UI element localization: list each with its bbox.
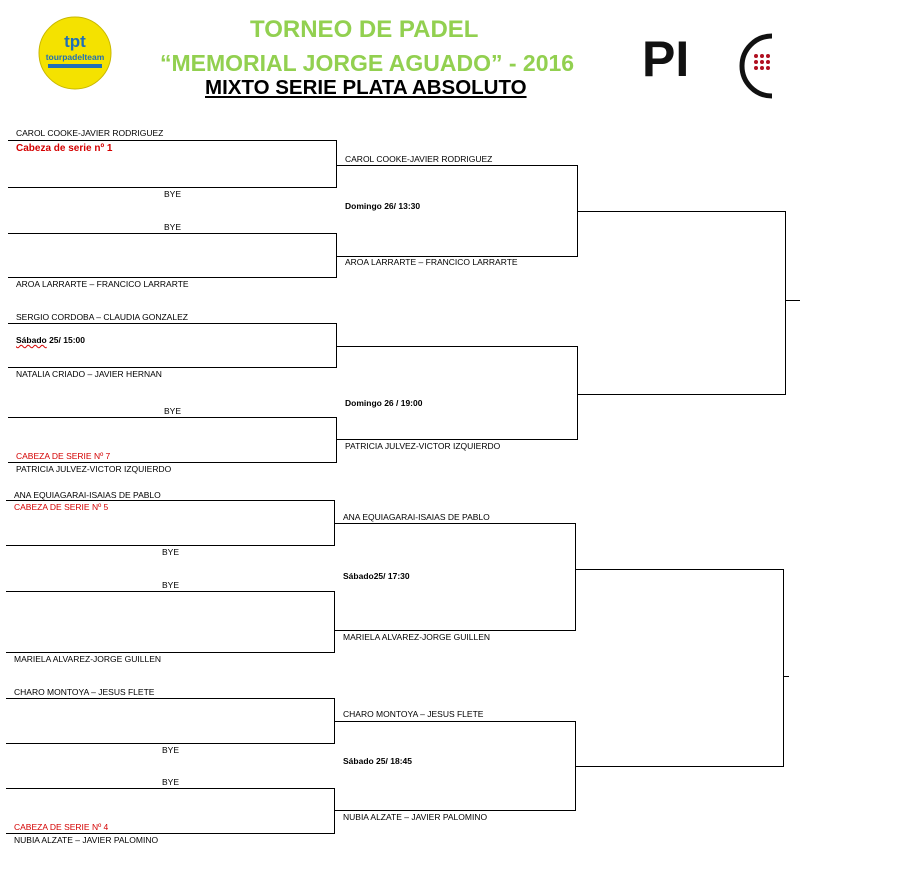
bracket-line bbox=[785, 211, 786, 395]
bracket-line bbox=[334, 591, 335, 653]
bracket-line bbox=[575, 766, 784, 767]
bracket-line bbox=[8, 187, 336, 188]
bracket-line bbox=[783, 676, 789, 677]
r1-team: CHARO MONTOYA – JESUS FLETE bbox=[14, 687, 155, 697]
bracket-line bbox=[336, 233, 337, 278]
bracket-line bbox=[8, 417, 336, 418]
bracket-line bbox=[334, 721, 576, 722]
r2-team: MARIELA ALVAREZ-JORGE GUILLEN bbox=[343, 632, 491, 642]
bracket-line bbox=[336, 417, 337, 463]
seed-label: CABEZA DE SERIE Nº 7 bbox=[16, 451, 111, 461]
bracket-line bbox=[8, 277, 336, 278]
bracket-line bbox=[334, 810, 576, 811]
bracket-line bbox=[8, 367, 336, 368]
r1-team: PATRICIA JULVEZ-VICTOR IZQUIERDO bbox=[16, 464, 172, 474]
tpt-logo-text: tpt bbox=[64, 32, 86, 51]
bracket-line bbox=[6, 698, 334, 699]
bracket-line bbox=[336, 140, 337, 188]
bye-label: BYE bbox=[164, 189, 182, 199]
r2-team: PATRICIA JULVEZ-VICTOR IZQUIERDO bbox=[345, 441, 501, 451]
bye-label: BYE bbox=[162, 777, 180, 787]
seed-label: CABEZA DE SERIE Nº 5 bbox=[14, 502, 109, 512]
bracket-line bbox=[336, 323, 337, 368]
bye-label: BYE bbox=[164, 222, 182, 232]
bracket-line bbox=[785, 300, 800, 301]
bracket-line bbox=[6, 833, 334, 834]
r1-team: AROA LARRARTE – FRANCICO LARRARTE bbox=[16, 279, 189, 289]
r1-team: NATALIA CRIADO – JAVIER HERNAN bbox=[16, 369, 162, 379]
bracket-line bbox=[577, 394, 786, 395]
bracket-line bbox=[6, 591, 334, 592]
bracket-line bbox=[336, 256, 578, 257]
seed-label: CABEZA DE SERIE Nº 4 bbox=[14, 822, 109, 832]
bracket-line bbox=[6, 545, 334, 546]
bracket-line bbox=[336, 439, 578, 440]
r2-team: NUBIA ALZATE – JAVIER PALOMINO bbox=[343, 812, 488, 822]
bracket-line bbox=[334, 788, 335, 834]
r1-team: CAROL COOKE-JAVIER RODRIGUEZ bbox=[16, 128, 164, 138]
tournament-title: TORNEO DE PADEL bbox=[250, 16, 479, 43]
r1-team: SERGIO CORDOBA – CLAUDIA GONZALEZ bbox=[16, 312, 188, 322]
bracket-line bbox=[6, 743, 334, 744]
tournament-subtitle-memorial: “MEMORIAL JORGE AGUADO” - 2016 bbox=[160, 50, 575, 76]
bracket-line bbox=[334, 630, 576, 631]
bracket-line bbox=[577, 346, 578, 440]
bracket-line bbox=[6, 652, 334, 653]
match-schedule: Sábado25/ 17:30 bbox=[343, 571, 410, 581]
r2-team: CAROL COOKE-JAVIER RODRIGUEZ bbox=[345, 154, 493, 164]
bracket-line bbox=[6, 788, 334, 789]
pi-logo-text: PI bbox=[642, 31, 689, 87]
bye-label: BYE bbox=[162, 547, 180, 557]
bye-label: BYE bbox=[162, 580, 180, 590]
r1-team: ANA EQUIAGARAI-ISAIAS DE PABLO bbox=[14, 490, 161, 500]
bracket-line bbox=[6, 500, 334, 501]
r2-team: AROA LARRARTE – FRANCICO LARRARTE bbox=[345, 257, 518, 267]
bracket-line bbox=[334, 523, 576, 524]
r2-team: CHARO MONTOYA – JESUS FLETE bbox=[343, 709, 484, 719]
bracket-line bbox=[783, 569, 784, 767]
bracket-line bbox=[577, 211, 786, 212]
bye-label: BYE bbox=[164, 406, 182, 416]
bracket-line bbox=[8, 462, 336, 463]
r1-team: MARIELA ALVAREZ-JORGE GUILLEN bbox=[14, 654, 162, 664]
category-title: MIXTO SERIE PLATA ABSOLUTO bbox=[205, 76, 527, 99]
bracket-line bbox=[336, 165, 578, 166]
bracket-line bbox=[575, 523, 576, 631]
match-schedule: Sábado 25/ 15:00 bbox=[16, 335, 85, 345]
match-schedule: Domingo 26 / 19:00 bbox=[345, 398, 423, 408]
r1-team: NUBIA ALZATE – JAVIER PALOMINO bbox=[14, 835, 159, 845]
seed-label: Cabeza de serie nº 1 bbox=[16, 143, 113, 154]
tpt-logo: tpt tourpadelteam bbox=[38, 16, 112, 90]
bracket-line bbox=[8, 140, 336, 141]
tpt-logo-subtext: tourpadelteam bbox=[46, 52, 105, 62]
bracket-line bbox=[575, 569, 784, 570]
bracket-line bbox=[8, 233, 336, 234]
bracket-line bbox=[8, 323, 336, 324]
bye-label: BYE bbox=[162, 745, 180, 755]
match-schedule: Domingo 26/ 13:30 bbox=[345, 201, 421, 211]
pi-logo: PI bbox=[642, 28, 782, 100]
match-schedule: Sábado 25/ 18:45 bbox=[343, 756, 412, 766]
r2-team: ANA EQUIAGARAI-ISAIAS DE PABLO bbox=[343, 512, 490, 522]
bracket-line bbox=[336, 346, 578, 347]
